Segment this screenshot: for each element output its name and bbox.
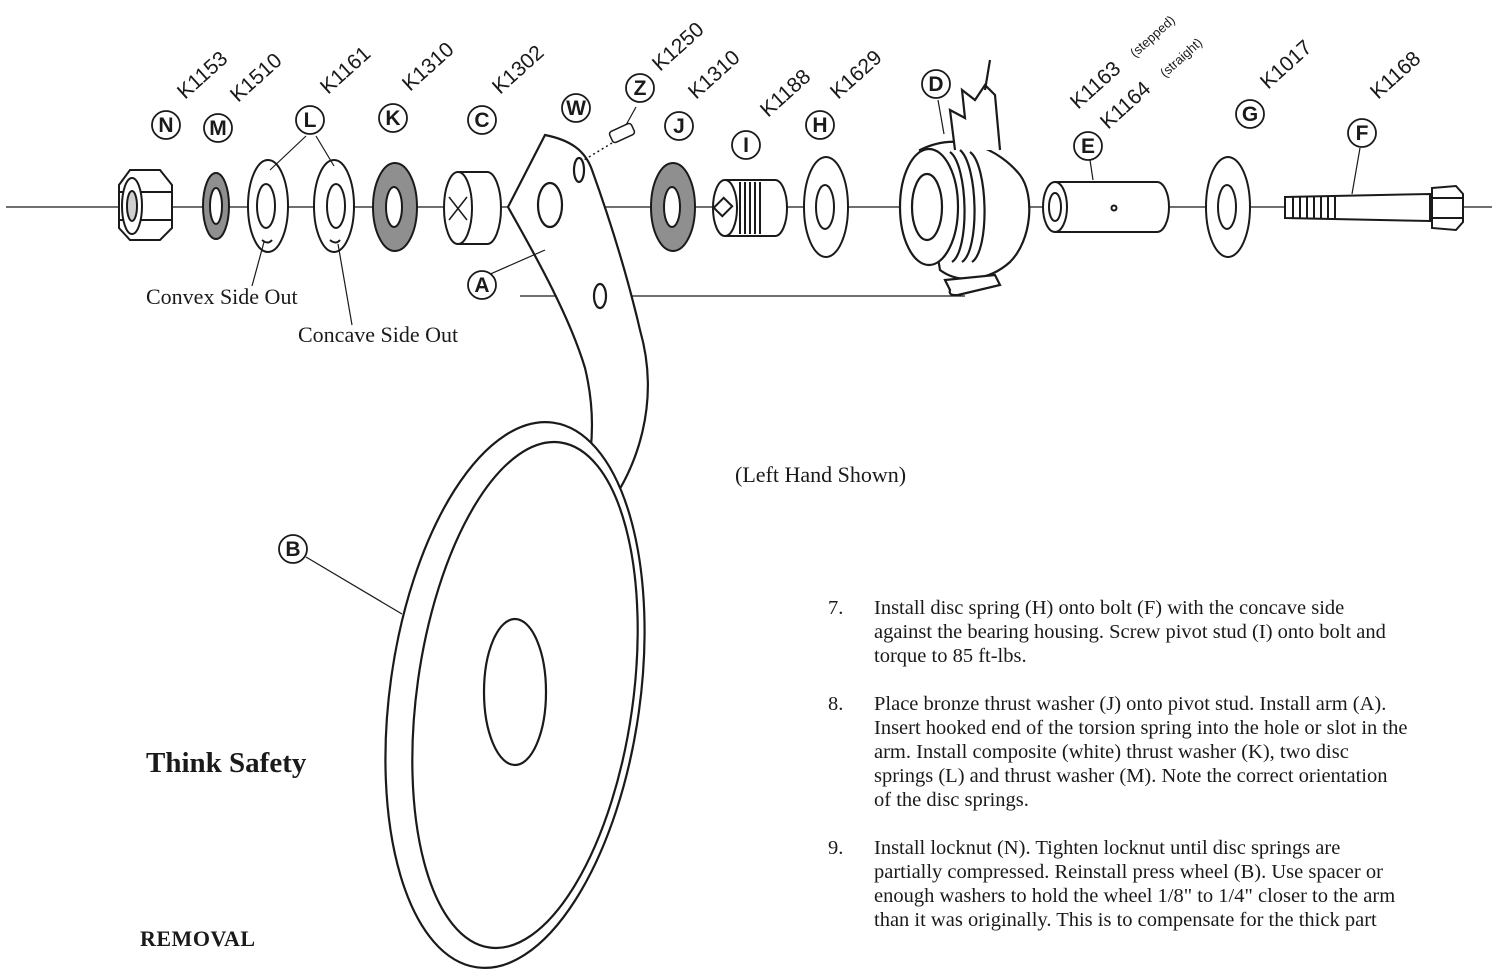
step-8-line: springs (L) and thrust washer (M). Note … <box>874 765 1388 787</box>
part-number-N: K1153 <box>173 47 232 104</box>
leader-concave <box>337 243 353 326</box>
concave-side-out-note: Concave Side Out <box>298 322 458 347</box>
step-8: 8. Place bronze thrust washer (J) onto p… <box>828 692 1492 812</box>
convex-side-out-note: Convex Side Out <box>146 284 298 309</box>
callout-W-text: W <box>566 97 586 120</box>
step-8-line: arm. Install composite (white) thrust wa… <box>874 741 1349 763</box>
leader-L <box>269 135 307 171</box>
step-9-line: Install locknut (N). Tighten locknut unt… <box>874 837 1341 859</box>
part-number-H: K1629 <box>826 46 887 104</box>
grease-fitting-Z <box>583 122 636 161</box>
washer-G <box>1205 156 1251 258</box>
spacer-tube-E <box>1042 181 1170 233</box>
part-number-I: K1188 <box>756 65 815 122</box>
step-9-line: than it was originally. This is to compe… <box>874 909 1377 931</box>
callout-H-text: H <box>812 114 827 137</box>
pivot-stud-I <box>712 179 788 237</box>
callout-A: A <box>467 270 497 300</box>
callout-N: N <box>151 110 181 140</box>
part-number-C: K1302 <box>488 41 549 99</box>
leader-L2 <box>315 135 335 167</box>
bolt-F <box>1284 184 1464 232</box>
step-7-text: Install disc spring (H) onto bolt (F) wi… <box>874 596 1492 668</box>
callout-F-text: F <box>1356 122 1369 145</box>
step-7: 7. Install disc spring (H) onto bolt (F)… <box>828 596 1492 668</box>
step-9-line: partially compressed. Reinstall press wh… <box>874 861 1383 883</box>
callout-B: B <box>278 534 308 564</box>
callout-A-text: A <box>474 274 489 297</box>
leader-E <box>1089 159 1094 181</box>
step-9: 9. Install locknut (N). Tighten locknut … <box>828 836 1492 932</box>
step-9-number: 9. <box>828 837 844 859</box>
bronze-thrust-washer-J <box>650 162 696 252</box>
step-8-number: 8. <box>828 693 844 715</box>
callouts: N M L K C W Z J I H D E G F A B <box>151 69 1377 564</box>
callout-L-text: L <box>304 109 317 132</box>
callout-E: E <box>1073 131 1103 161</box>
leader-F <box>1351 147 1361 195</box>
step-7-line: against the bearing housing. Screw pivot… <box>874 621 1386 643</box>
step-9-line: enough washers to hold the wheel 1/8" to… <box>874 885 1396 907</box>
step-8-line: Insert hooked end of the torsion spring … <box>874 717 1408 739</box>
part-number-L: K1161 <box>316 42 375 99</box>
callout-K: K <box>378 103 408 133</box>
step-7-line: Install disc spring (H) onto bolt (F) wi… <box>874 597 1345 619</box>
disc-spring-H <box>803 156 849 258</box>
leader-D <box>937 99 945 135</box>
callout-Z: Z <box>625 73 655 103</box>
left-hand-shown-note: (Left Hand Shown) <box>735 462 906 487</box>
callout-J-text: J <box>673 115 685 138</box>
step-7-line: torque to 85 ft-lbs. <box>874 645 1027 667</box>
bearing-housing-D <box>898 59 1031 297</box>
bushing-C <box>443 171 502 245</box>
instruction-steps: 7. Install disc spring (H) onto bolt (F)… <box>828 596 1492 956</box>
leader-Z <box>625 106 637 126</box>
part-number-M: K1510 <box>226 49 287 107</box>
callout-F: F <box>1347 118 1377 148</box>
part-number-Z: K1250 <box>648 18 709 76</box>
callout-B-text: B <box>285 538 300 561</box>
part-number-K: K1310 <box>398 38 459 96</box>
part-suffix-stepped: (stepped) <box>1127 12 1178 60</box>
callout-K-text: K <box>385 107 400 130</box>
callout-M-text: M <box>209 117 227 140</box>
callout-D: D <box>921 69 951 99</box>
part-number-J: K1310 <box>684 46 745 104</box>
callout-C: C <box>467 105 497 135</box>
step-8-text: Place bronze thrust washer (J) onto pivo… <box>874 692 1492 812</box>
callout-J: J <box>664 111 694 141</box>
step-9-text: Install locknut (N). Tighten locknut unt… <box>874 836 1492 932</box>
leader-convex <box>251 241 265 287</box>
part-number-F: K1168 <box>1366 47 1425 104</box>
callout-D-text: D <box>928 73 943 96</box>
callout-L: L <box>295 105 325 135</box>
disc-springs-L <box>247 159 355 253</box>
callout-W: W <box>561 93 591 123</box>
callout-C-text: C <box>474 109 489 132</box>
callout-M: M <box>203 113 233 143</box>
step-7-number: 7. <box>828 597 844 619</box>
arm-A <box>506 133 649 522</box>
callout-H: H <box>805 110 835 140</box>
leader-B <box>305 556 403 615</box>
composite-thrust-washer-K <box>372 162 418 252</box>
think-safety-heading: Think Safety <box>146 747 307 779</box>
callout-I-text: I <box>743 134 749 157</box>
callout-N-text: N <box>158 114 173 137</box>
step-8-line: of the disc springs. <box>874 789 1029 811</box>
locknut-N <box>118 169 173 241</box>
part-suffix-straight: (straight) <box>1157 35 1205 80</box>
press-wheel-B <box>384 421 646 969</box>
removal-heading: REMOVAL <box>140 926 256 951</box>
callout-G: G <box>1235 99 1265 129</box>
part-number-G: K1017 <box>1256 36 1317 94</box>
callout-E-text: E <box>1081 135 1095 158</box>
thrust-washer-M <box>202 172 230 240</box>
step-8-line: Place bronze thrust washer (J) onto pivo… <box>874 693 1387 715</box>
callout-Z-text: Z <box>634 77 647 100</box>
callout-I: I <box>731 130 761 160</box>
callout-G-text: G <box>1242 103 1258 126</box>
